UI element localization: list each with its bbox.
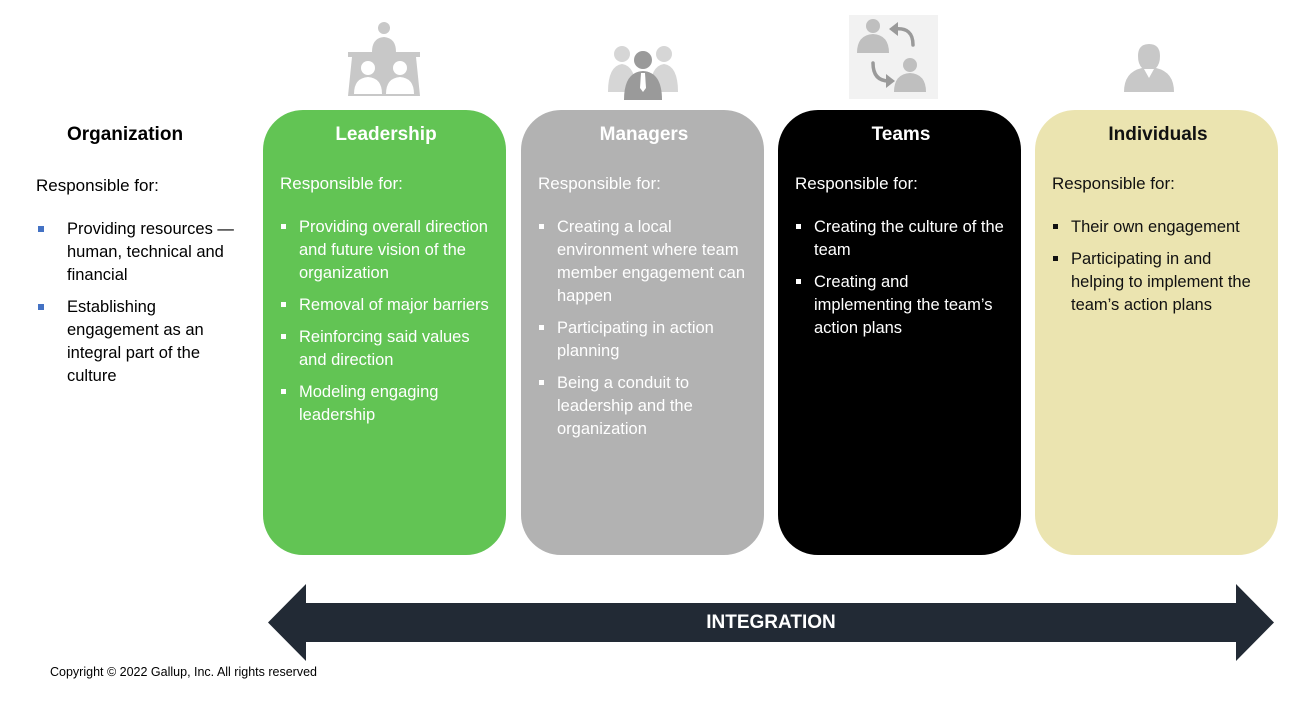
teams-title: Teams: [871, 124, 931, 145]
list-item: Creating a local environment where team …: [538, 216, 750, 308]
list-item: Their own engagement: [1052, 216, 1264, 239]
list-item: Being a conduit to leadership and the or…: [538, 372, 750, 441]
organization-title: Organization: [66, 124, 184, 145]
managers-responsible-label: Responsible for:: [538, 174, 661, 193]
list-item: Modeling engaging leadership: [280, 381, 492, 427]
teams-responsible-label: Responsible for:: [795, 174, 918, 193]
individuals-card: Individuals Responsible for: Their own e…: [1035, 110, 1278, 555]
individuals-list: Their own engagement Participating in an…: [1052, 216, 1264, 317]
exchange-icon: [849, 15, 938, 99]
list-item: Participating in and helping to implemen…: [1052, 248, 1264, 317]
integration-label: INTEGRATION: [706, 612, 836, 633]
copyright-text: Copyright © 2022 Gallup, Inc. All rights…: [50, 665, 317, 679]
list-item: Removal of major barriers: [280, 294, 492, 317]
individuals-responsible-label: Responsible for:: [1052, 174, 1175, 193]
person-icon: [1124, 44, 1174, 92]
list-item: Creating the culture of the team: [795, 216, 1007, 262]
list-item: Providing overall direction and future v…: [280, 216, 492, 285]
managers-list: Creating a local environment where team …: [538, 216, 750, 441]
managers-title: Managers: [599, 124, 689, 145]
organization-responsible-label: Responsible for:: [36, 176, 159, 195]
managers-card: Managers Responsible for: Creating a loc…: [521, 110, 764, 555]
teams-card: Teams Responsible for: Creating the cult…: [778, 110, 1021, 555]
integration-arrow: [268, 584, 1274, 661]
organization-list: Providing resources — human, technical a…: [28, 218, 238, 388]
leadership-list: Providing overall direction and future v…: [280, 216, 492, 427]
organization-column: Organization Responsible for: Providing …: [28, 110, 238, 397]
group-icon: [608, 46, 678, 100]
list-item: Providing resources — human, technical a…: [28, 218, 238, 287]
list-item: Participating in action planning: [538, 317, 750, 363]
individuals-title: Individuals: [1108, 124, 1208, 145]
teams-list: Creating the culture of the team Creatin…: [795, 216, 1007, 340]
list-item: Creating and implementing the team’s act…: [795, 271, 1007, 340]
presenter-icon: [348, 22, 420, 96]
leadership-title: Leadership: [335, 124, 437, 145]
leadership-card: Leadership Responsible for: Providing ov…: [263, 110, 506, 555]
leadership-responsible-label: Responsible for:: [280, 174, 403, 193]
list-item: Reinforcing said values and direction: [280, 326, 492, 372]
list-item: Establishing engagement as an integral p…: [28, 296, 238, 388]
